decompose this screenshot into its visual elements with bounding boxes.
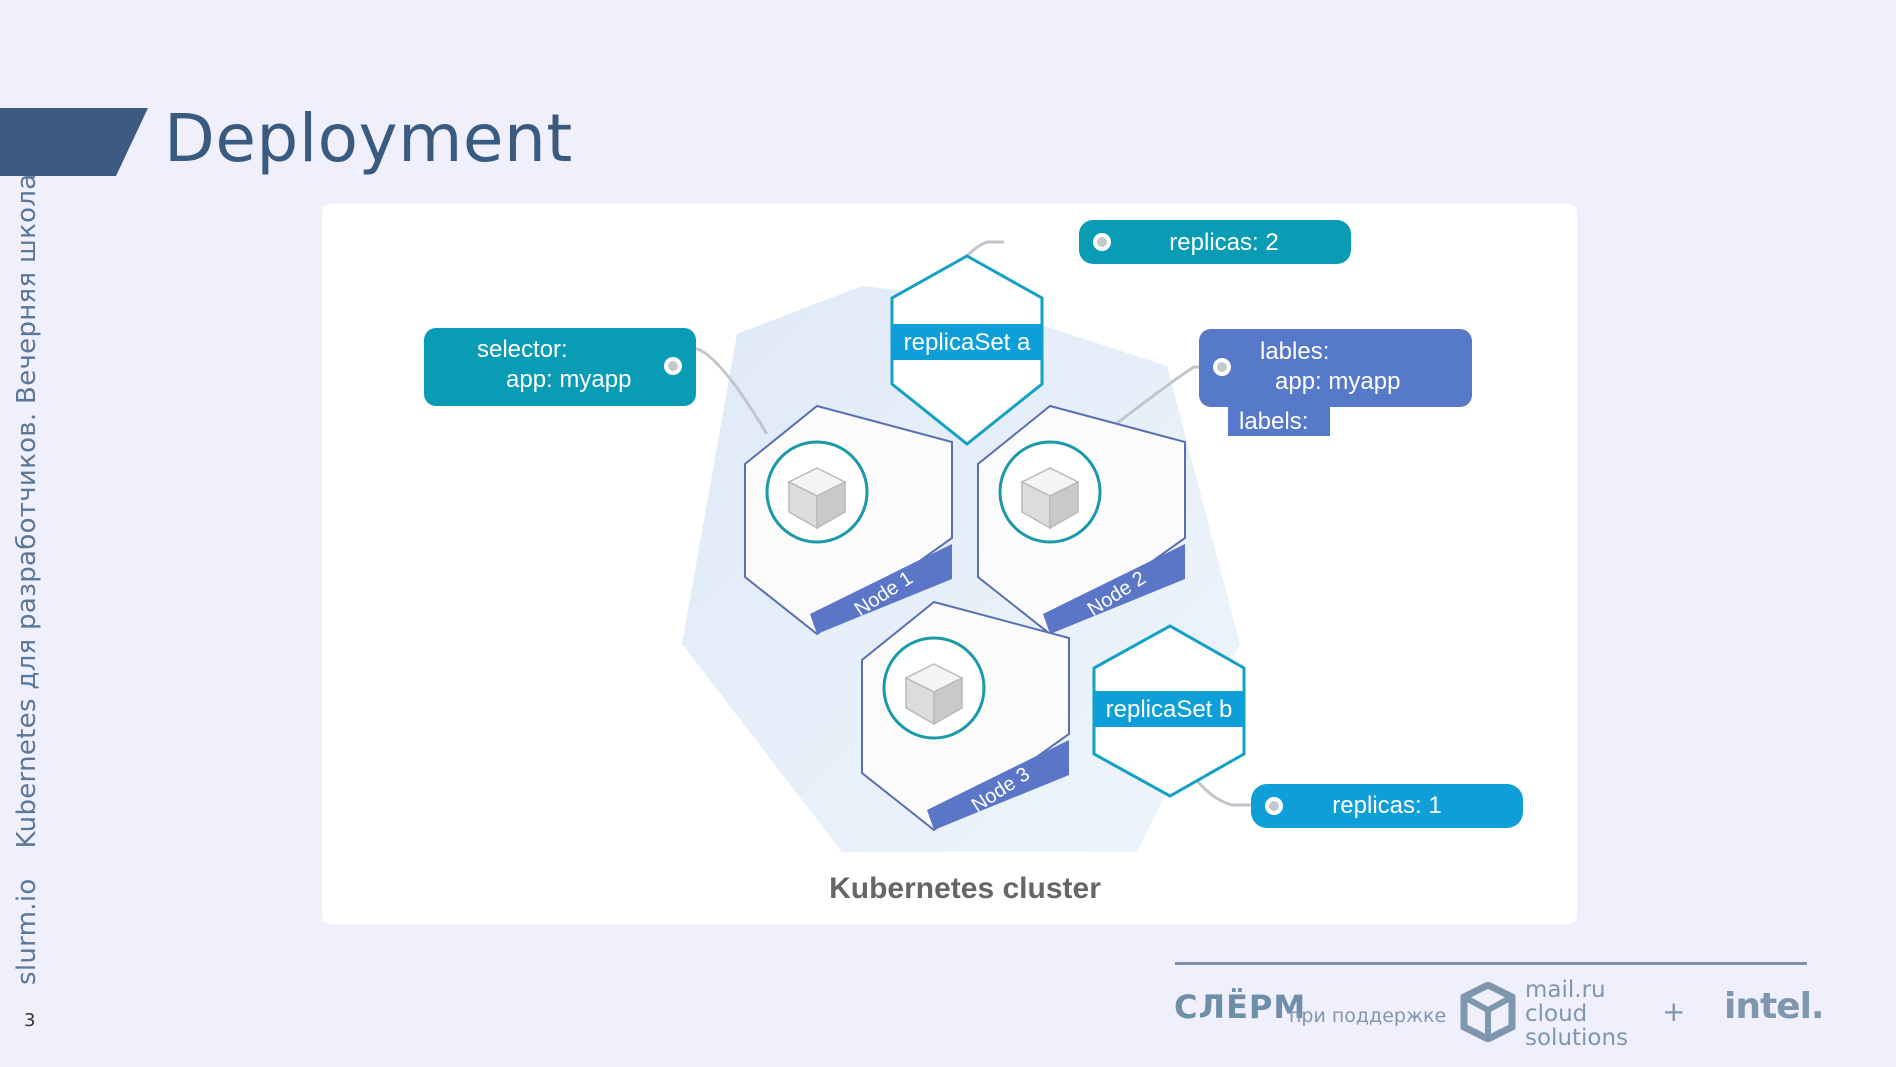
slurm-logo: СЛЁРМ (1174, 988, 1307, 1026)
replicas-a-callout: replicas: 2 (1079, 220, 1351, 264)
side-caption: slurm.io Kubernetes для разработчиков. Ве… (12, 165, 42, 985)
selector-line-2: app: myapp (506, 366, 631, 393)
mailru-line-3: solutions (1525, 1025, 1629, 1051)
selector-callout: selector: app: myapp (424, 328, 696, 406)
page-number: 3 (24, 1010, 36, 1031)
kubernetes-diagram: Node 1 Node 2 Node 3 replicaSet a (424, 220, 1523, 905)
title-accent-bar (0, 108, 148, 176)
node-3: Node 3 (861, 600, 1070, 832)
labels-fix-text: labels: (1239, 408, 1308, 435)
slide-title: Deployment (164, 100, 573, 177)
replicaset-b-label: replicaSet b (1106, 696, 1233, 723)
labels-line-2: app: myapp (1275, 368, 1400, 395)
diagram-panel: Node 1 Node 2 Node 3 replicaSet a (322, 204, 1577, 924)
mailru-line-2: cloud (1525, 1001, 1588, 1027)
labels-callout: lables: app: myapp labels: (1199, 329, 1472, 436)
labels-line-1: lables: (1260, 338, 1329, 365)
mailru-cloud-icon (1460, 982, 1516, 1042)
replicaset-a-label: replicaSet a (904, 329, 1031, 356)
replicaset-a: replicaSet a (890, 254, 1044, 446)
support-text: при поддержке (1289, 1005, 1447, 1027)
footer-divider (1175, 962, 1807, 965)
side-site-text: slurm.io (12, 878, 42, 985)
mailru-line-1: mail.ru (1525, 977, 1606, 1003)
side-course-text: Kubernetes для разработчиков. Вечерняя ш… (12, 173, 42, 849)
selector-line-1: selector: (477, 336, 568, 363)
connector-selector (673, 347, 769, 435)
plus-sign: + (1662, 995, 1686, 1028)
replicas-a-text: replicas: 2 (1169, 229, 1278, 256)
replicas-b-callout: replicas: 1 (1251, 784, 1523, 828)
intel-logo: intel. (1724, 986, 1825, 1027)
replicaset-b: replicaSet b (1092, 624, 1246, 798)
cluster-label: Kubernetes cluster (829, 872, 1101, 905)
replicas-b-text: replicas: 1 (1332, 792, 1441, 819)
mailru-cloud-logo: mail.ru cloud solutions (1525, 978, 1655, 1050)
